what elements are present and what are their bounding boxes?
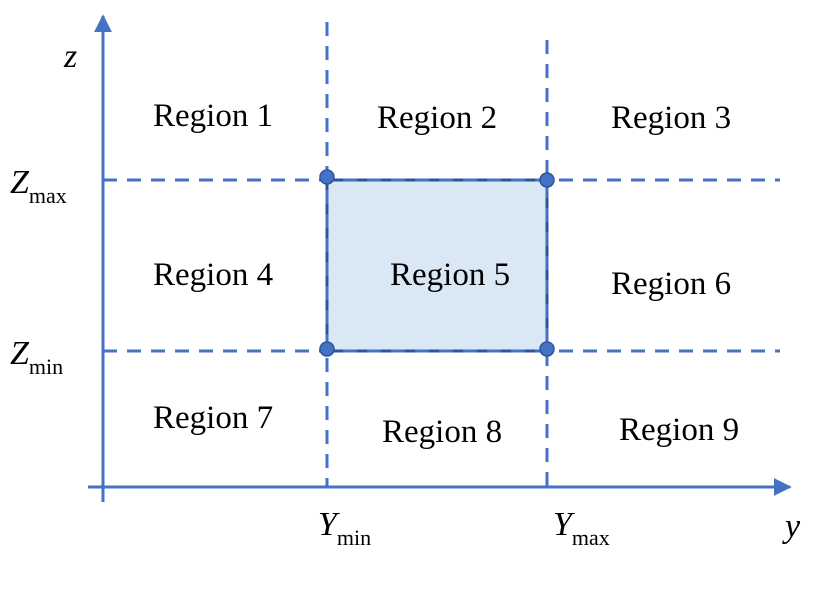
corner-point-ymin-zmin xyxy=(319,341,335,357)
y-axis-label: y xyxy=(785,508,801,545)
region-1-label: Region 1 xyxy=(153,98,274,134)
region-6-label: Region 6 xyxy=(611,266,732,302)
corner-point-ymax-zmin xyxy=(539,341,555,357)
corner-point-ymin-zmax xyxy=(319,169,335,185)
z-max-label: Zmax xyxy=(10,164,67,207)
y-min-symbol: Y xyxy=(318,506,337,543)
region-5-label: Region 5 xyxy=(390,257,511,293)
z-max-subscript: max xyxy=(28,183,67,208)
region-4-label: Region 4 xyxy=(153,257,274,293)
corner-point-ymax-zmax xyxy=(539,172,555,188)
region-8-label: Region 8 xyxy=(382,414,503,450)
central-region-box xyxy=(325,178,549,353)
y-max-subscript: max xyxy=(571,525,610,550)
z-min-subscript: min xyxy=(28,354,64,379)
y-max-symbol: Y xyxy=(553,506,572,543)
region-7-label: Region 7 xyxy=(153,400,274,436)
z-max-symbol: Z xyxy=(10,164,29,201)
region-9-label: Region 9 xyxy=(619,412,740,448)
z-axis-label: z xyxy=(64,38,78,75)
y-min-label: Ymin xyxy=(318,506,371,549)
region-2-label: Region 2 xyxy=(377,100,498,136)
z-min-label: Zmin xyxy=(10,335,63,378)
region-3-label: Region 3 xyxy=(611,100,732,136)
y-max-label: Ymax xyxy=(553,506,610,549)
y-min-subscript: min xyxy=(336,525,372,550)
z-min-symbol: Z xyxy=(10,335,29,372)
